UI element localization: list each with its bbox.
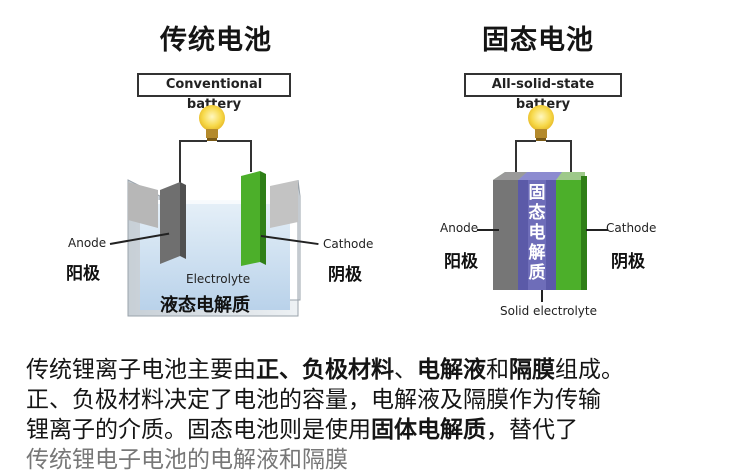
light-bulb-icon	[199, 105, 225, 141]
text-span: 固体电解质	[371, 417, 486, 443]
paragraph-line-4: 传统锂电子电池的电解液和隔膜	[26, 447, 348, 473]
paragraph-line-2: 正、负极材料决定了电池的容量，电解液及隔膜作为传输	[26, 387, 601, 413]
text-span: 正、负极材料	[256, 357, 394, 383]
vertical-char: 固	[528, 183, 546, 203]
text-span: 电解液	[417, 357, 486, 383]
vertical-char: 电	[528, 223, 546, 243]
conventional-battery-label: Conventional battery	[137, 73, 291, 112]
anode-leader-line	[477, 229, 499, 231]
cathode-leader-line	[586, 229, 608, 231]
text-span: 和	[486, 357, 509, 383]
vertical-char: 质	[528, 263, 546, 283]
explanation-paragraph: 传统锂离子电池主要由正、负极材料、电解液和隔膜组成。 正、负极材料决定了电池的容…	[26, 355, 738, 475]
left-anode-label: Anode	[68, 236, 107, 250]
left-cathode-label: Cathode	[323, 237, 374, 251]
solid-state-battery-diagram	[493, 105, 587, 290]
left-cathode-cn-label: 阴极	[328, 265, 362, 285]
paragraph-line-1: 传统锂离子电池主要由正、负极材料、电解液和隔膜组成。	[26, 355, 738, 385]
light-bulb-icon	[528, 105, 554, 141]
solid-electrolyte-label: Solid electrolyte	[500, 304, 597, 318]
solid-electrolyte-vertical-label: 固 态 电 解 质	[526, 183, 548, 283]
battery-diagrams	[127, 105, 587, 317]
text-span: 、	[394, 357, 417, 383]
right-cathode-cn-label: 阴极	[611, 252, 645, 272]
paragraph-line-3: 锂离子的介质。固态电池则是使用固体电解质，替代了	[26, 415, 738, 445]
text-span: 锂离子的介质。固态电池则是使用	[26, 417, 371, 443]
right-diagram-title: 固态电池	[482, 25, 594, 56]
text-span: 组成。	[555, 357, 624, 383]
solid-state-battery-label: All-solid-state battery	[464, 73, 622, 112]
right-anode-label: Anode	[440, 221, 479, 235]
electrolyte-label: Electrolyte	[186, 272, 251, 286]
left-anode-cn-label: 阳极	[66, 264, 100, 284]
vertical-char: 态	[528, 203, 546, 223]
text-span: 传统锂离子电池主要由	[26, 357, 256, 383]
right-anode-cn-label: 阳极	[444, 252, 478, 272]
text-span: 隔膜	[509, 357, 555, 383]
conventional-battery-diagram	[127, 105, 301, 317]
left-diagram-title: 传统电池	[160, 25, 272, 56]
text-span: ，替代了	[486, 417, 578, 443]
right-cathode-label: Cathode	[606, 221, 657, 235]
vertical-char: 解	[528, 243, 546, 263]
solid-electrolyte-leader-line	[541, 290, 543, 302]
liquid-electrolyte-label: 液态电解质	[160, 295, 250, 316]
